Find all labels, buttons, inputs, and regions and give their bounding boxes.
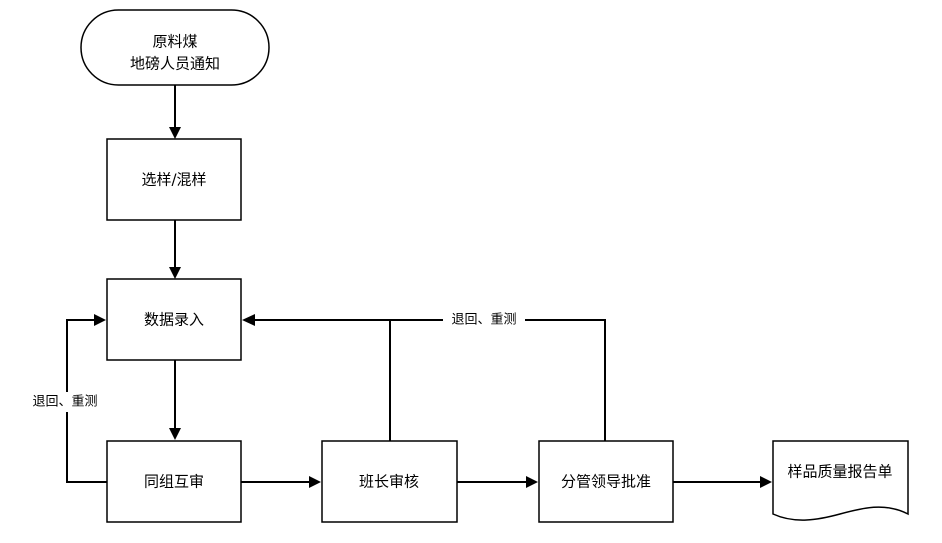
edge-leader-return [390,319,606,441]
leader-approval-box [538,440,674,523]
edge-shift-return [254,319,391,441]
start-label-line2: 地磅人员通知 [130,55,220,73]
sample-select-label: 选样/混样 [141,171,206,189]
start-label-line1: 原料煤 [152,33,197,51]
peer-review-box [106,440,242,523]
arrowhead-return-left [94,314,106,326]
shift-review-box [321,440,458,523]
edge-label-return-left: 退回、重测 [32,394,97,410]
edge-label-return-top: 退回、重测 [451,312,516,328]
arrowhead-leader [526,476,538,488]
report-document-shape [772,440,909,521]
shift-review-label: 班长审核 [359,473,419,491]
edge-label-top-bg [443,311,525,329]
arrowhead-select [169,127,181,139]
arrowhead-report [760,476,772,488]
arrowhead-shift [309,476,321,488]
leader-approval-label: 分管领导批准 [561,473,651,491]
data-entry-box [106,278,242,361]
start-terminator [80,9,270,86]
sample-select-box [106,138,242,221]
arrowhead-peer [169,428,181,440]
edge-label-left-bg [24,392,106,412]
peer-review-label: 同组互审 [144,473,204,491]
arrowhead-entry [169,267,181,279]
arrowhead-return-top [242,314,255,326]
report-label: 样品质量报告单 [787,463,892,481]
data-entry-label: 数据录入 [144,311,204,329]
